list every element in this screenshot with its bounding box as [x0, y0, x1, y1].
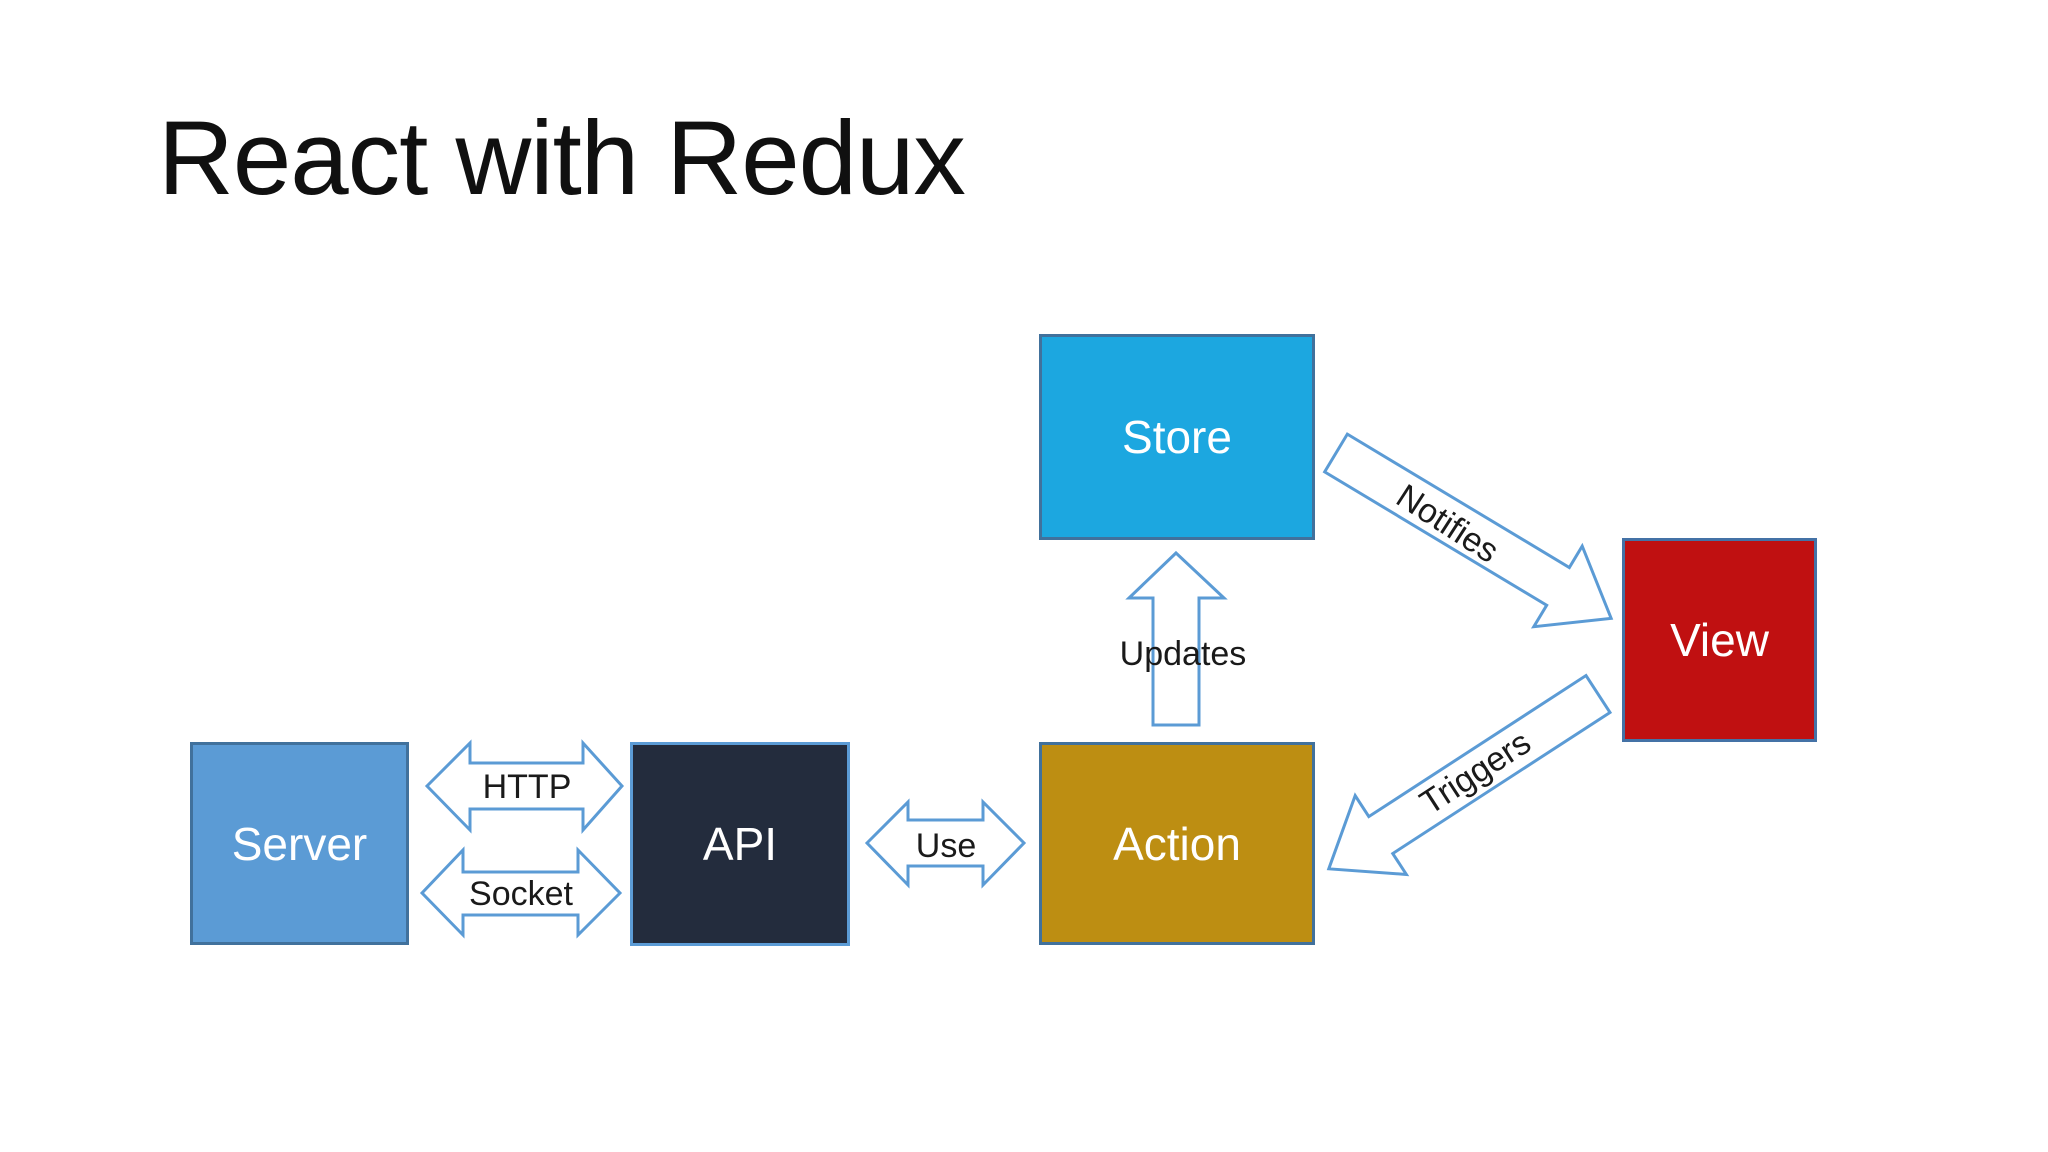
triggers-arrow-icon	[1326, 673, 1613, 877]
page-title: React with Redux	[158, 100, 966, 217]
api-node: API	[630, 742, 850, 946]
http-double-arrow-icon	[424, 739, 625, 834]
socket-double-arrow-icon	[419, 846, 623, 939]
action-node-label: Action	[1113, 817, 1241, 870]
updates-arrow-label: Updates	[1120, 635, 1247, 673]
api-node-label: API	[702, 818, 778, 870]
use-arrow-label: Use	[916, 827, 976, 865]
notifies-arrow-icon	[1322, 432, 1614, 629]
view-node-label: View	[1670, 614, 1769, 666]
http-arrow-label: HTTP	[483, 768, 572, 806]
action-node: Action	[1039, 742, 1315, 945]
store-node: Store	[1039, 334, 1315, 540]
server-node-label: Server	[231, 817, 368, 870]
use-double-arrow-icon	[864, 798, 1027, 889]
updates-up-arrow-icon	[1125, 550, 1228, 727]
store-node-label: Store	[1122, 411, 1232, 463]
socket-arrow-label: Socket	[469, 875, 573, 913]
server-node: Server	[190, 742, 409, 945]
view-node: View	[1622, 538, 1817, 742]
